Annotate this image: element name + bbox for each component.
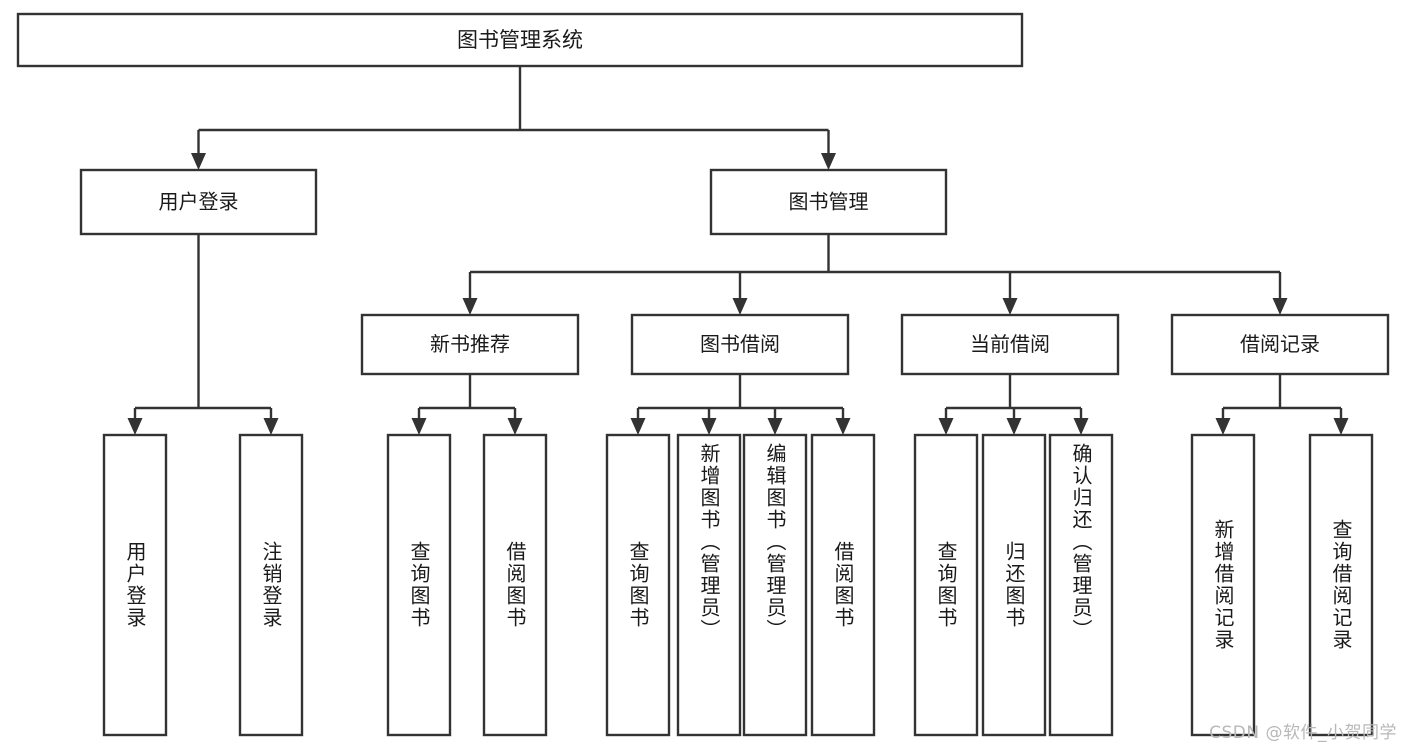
node-box [238,433,304,737]
node-leaf-add-book[interactable] [676,433,742,737]
node-box [386,433,452,737]
node-box [981,433,1047,737]
node-root-system[interactable]: 图书管理系统 [16,12,1024,68]
node-box [605,433,671,737]
node-box [360,313,580,376]
node-box [676,433,742,737]
node-box [1048,433,1114,737]
node-leaf-return-book[interactable] [981,433,1047,737]
node-label: 新书推荐 [430,332,510,356]
node-leaf-user-logout[interactable] [238,433,304,737]
node-box [709,168,948,236]
watermark-text: CSDN @软件_小贺同学 [1209,723,1397,743]
node-label: 图书借阅 [700,332,780,356]
node-current-borrow[interactable]: 当前借阅 [900,313,1120,376]
node-box [630,313,850,376]
node-box [900,313,1120,376]
node-leaf-borrow-book-rec[interactable] [482,433,548,737]
node-leaf-borrow-book[interactable] [810,433,876,737]
node-box [1308,433,1374,737]
node-label: 当前借阅 [970,332,1050,356]
node-leaf-edit-book[interactable] [742,433,808,737]
node-box [16,12,1024,68]
node-box [102,433,168,737]
node-box [1170,313,1390,376]
node-book-manage[interactable]: 图书管理 [709,168,948,236]
node-leaf-confirm-return[interactable] [1048,433,1114,737]
node-box [810,433,876,737]
node-leaf-add-record[interactable] [1190,433,1256,737]
node-box [913,433,979,737]
node-box [482,433,548,737]
node-leaf-user-login[interactable] [102,433,168,737]
node-leaf-query-book-current[interactable] [913,433,979,737]
node-box [79,168,318,236]
node-book-borrow[interactable]: 图书借阅 [630,313,850,376]
node-label: 图书管理 [789,190,869,214]
node-leaf-query-book-rec[interactable] [386,433,452,737]
node-box [742,433,808,737]
node-label: 图书管理系统 [457,28,583,52]
node-user-login[interactable]: 用户登录 [79,168,318,236]
node-new-book-rec[interactable]: 新书推荐 [360,313,580,376]
node-leaf-query-record[interactable] [1308,433,1374,737]
node-box [1190,433,1256,737]
node-leaf-query-book-borrow[interactable] [605,433,671,737]
node-borrow-record[interactable]: 借阅记录 [1170,313,1390,376]
node-label: 用户登录 [159,190,239,214]
node-label: 借阅记录 [1240,332,1320,356]
